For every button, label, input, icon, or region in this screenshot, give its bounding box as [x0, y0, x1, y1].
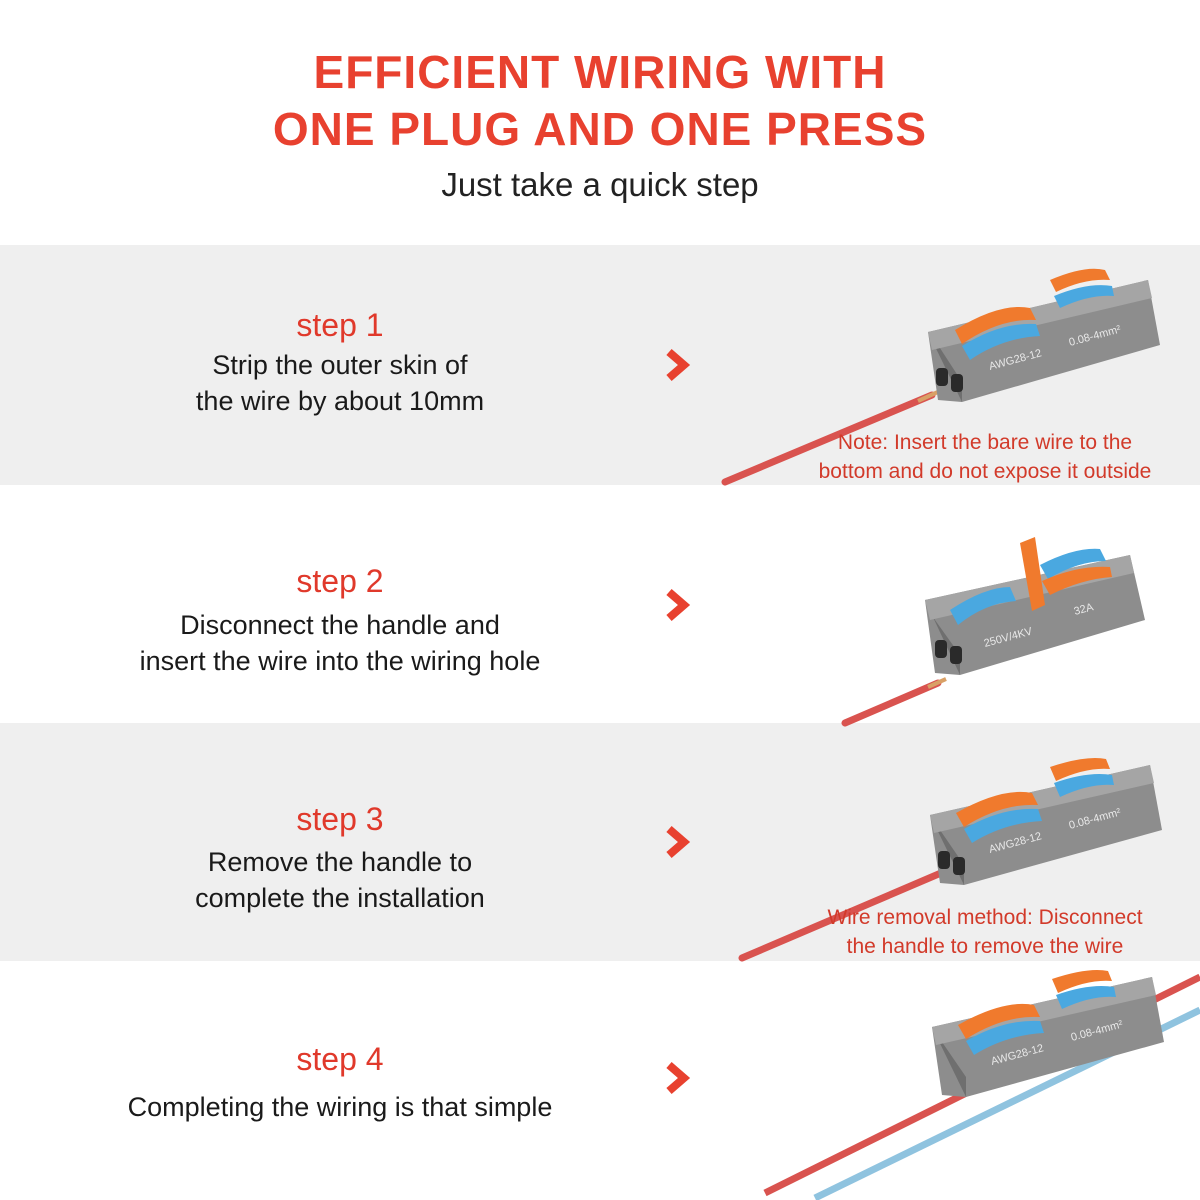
step-1-label: step 1	[296, 307, 384, 343]
step-2-desc-line-1: Disconnect the handle and	[180, 610, 500, 640]
step-3-note-line-2: the handle to remove the wire	[846, 935, 1124, 958]
page-title-line-1: EFFICIENT WIRING WITH	[313, 46, 887, 98]
step-4-description: Completing the wiring is that simple	[80, 1089, 600, 1125]
step-1-note-line-1: Note: Insert the bare wire to the	[837, 431, 1133, 454]
step-1-desc-line-1: Strip the outer skin of	[212, 350, 468, 380]
step-2-description: Disconnect the handle and insert the wir…	[80, 607, 600, 679]
page-subtitle: Just take a quick step	[441, 166, 759, 203]
connector-marking-right: 32A	[1073, 601, 1096, 618]
step-2-desc-line-2: insert the wire into the wiring hole	[139, 646, 541, 676]
step-1-desc-line-2: the wire by about 10mm	[195, 386, 485, 416]
chevron-right-icon	[666, 348, 691, 382]
header: EFFICIENT WIRING WITH ONE PLUG AND ONE P…	[0, 0, 1200, 245]
step-4-band: step 4 Completing the wiring is that sim…	[0, 961, 1200, 1200]
chevron-right-icon	[666, 825, 691, 859]
step-4-label: step 4	[296, 1041, 384, 1077]
page-title-line-2: ONE PLUG AND ONE PRESS	[272, 103, 928, 155]
step-1-note: Note: Insert the bare wire to the bottom…	[780, 428, 1190, 486]
chevron-right-icon	[666, 588, 691, 622]
step-4-desc-line-1: Completing the wiring is that simple	[127, 1092, 553, 1122]
step-2-label: step 2	[296, 563, 384, 599]
step-1-description: Strip the outer skin of the wire by abou…	[80, 347, 600, 419]
step-3-desc-line-1: Remove the handle to	[207, 847, 473, 877]
step-3-desc-line-2: complete the installation	[195, 883, 485, 913]
wire-connector-icon: 250V/4KV 32A	[841, 537, 1145, 727]
wire-connector-icon: AWG28-12 0.08-4mm²	[738, 758, 1162, 962]
wire-connector-icon: AWG28-12 0.08-4mm²	[721, 268, 1160, 486]
step-3-label: step 3	[296, 801, 384, 837]
step-3-note-line-1: Wire removal method: Disconnect	[827, 906, 1143, 929]
step-1-note-line-2: bottom and do not expose it outside	[818, 460, 1152, 483]
step-3-description: Remove the handle to complete the instal…	[80, 844, 600, 916]
chevron-right-icon	[666, 1061, 691, 1095]
step-3-note: Wire removal method: Disconnect the hand…	[780, 903, 1190, 961]
wire-connector-icon: AWG28-12 0.08-4mm²	[763, 970, 1200, 1200]
